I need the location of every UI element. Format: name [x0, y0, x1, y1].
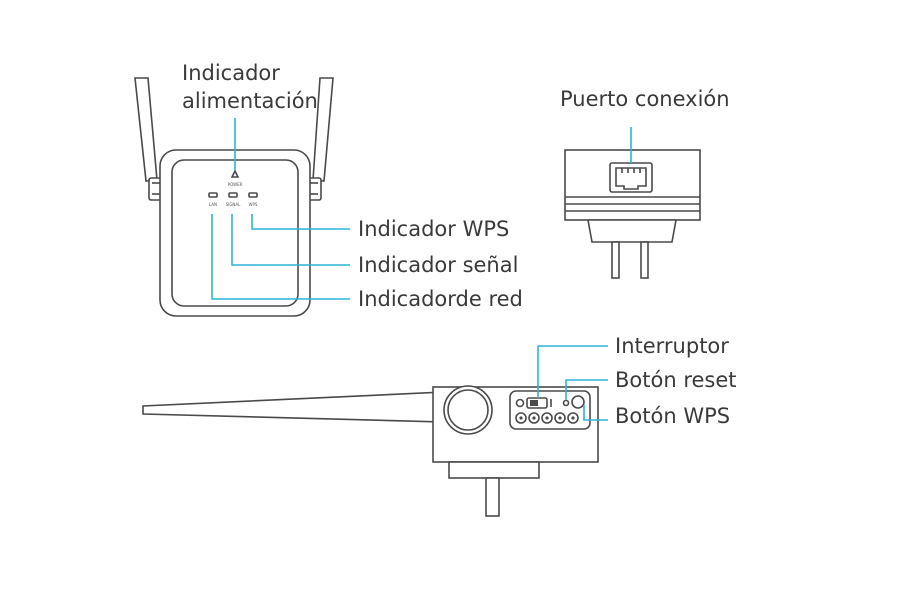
wps-led: [248, 192, 258, 198]
power-mark: POWER: [228, 182, 243, 187]
signal-indicator-label: Indicador señal: [358, 253, 518, 277]
horizontal-antenna: [142, 391, 446, 423]
network-indicator-leader: [211, 214, 350, 300]
connection-port-label: Puerto conexión: [560, 87, 730, 111]
wps-mark: WPS: [249, 202, 258, 207]
signal-led: [228, 192, 238, 198]
wps-indicator-leader: [251, 214, 350, 230]
side-view: Puerto conexión: [560, 87, 730, 279]
wps-button[interactable]: [571, 395, 585, 409]
power-led-icon: [230, 169, 240, 178]
wps-indicator-label: Indicador WPS: [358, 217, 509, 241]
network-indicator-label: Indicadorde red: [358, 287, 523, 311]
signal-mark: SIGNAL: [226, 202, 242, 207]
front-view: POWER LAN SIGNAL WPS Indicador alimentac…: [134, 61, 523, 317]
top-view: Interruptor Botón reset Botón WPS: [142, 334, 737, 517]
antenna-hinge: [443, 385, 493, 435]
signal-indicator-leader: [231, 214, 350, 266]
reset-button-label: Botón reset: [615, 368, 737, 392]
lan-mark: LAN: [209, 202, 217, 207]
lan-led: [208, 192, 218, 198]
wps-button-leader: [583, 405, 608, 421]
plug-pin-left: [611, 241, 620, 279]
switch-label: Interruptor: [615, 334, 729, 358]
switch-leader: [537, 345, 608, 398]
front-body-outer: [159, 149, 311, 317]
power-indicator-label-line2: alimentación: [182, 89, 318, 113]
wps-button-label: Botón WPS: [615, 404, 730, 428]
left-antenna: [134, 77, 164, 201]
reset-button-leader: [565, 379, 608, 400]
power-indicator-label: Indicador: [182, 61, 280, 85]
ports-row: [515, 412, 579, 424]
top-plug-pin: [485, 477, 500, 517]
top-plug-base: [448, 461, 540, 479]
side-base: [587, 219, 677, 243]
plug-pin-right: [640, 241, 649, 279]
reset-button[interactable]: [562, 399, 570, 407]
power-switch[interactable]: [515, 397, 552, 409]
ethernet-port-icon: [609, 162, 653, 193]
right-antenna: [306, 77, 334, 201]
